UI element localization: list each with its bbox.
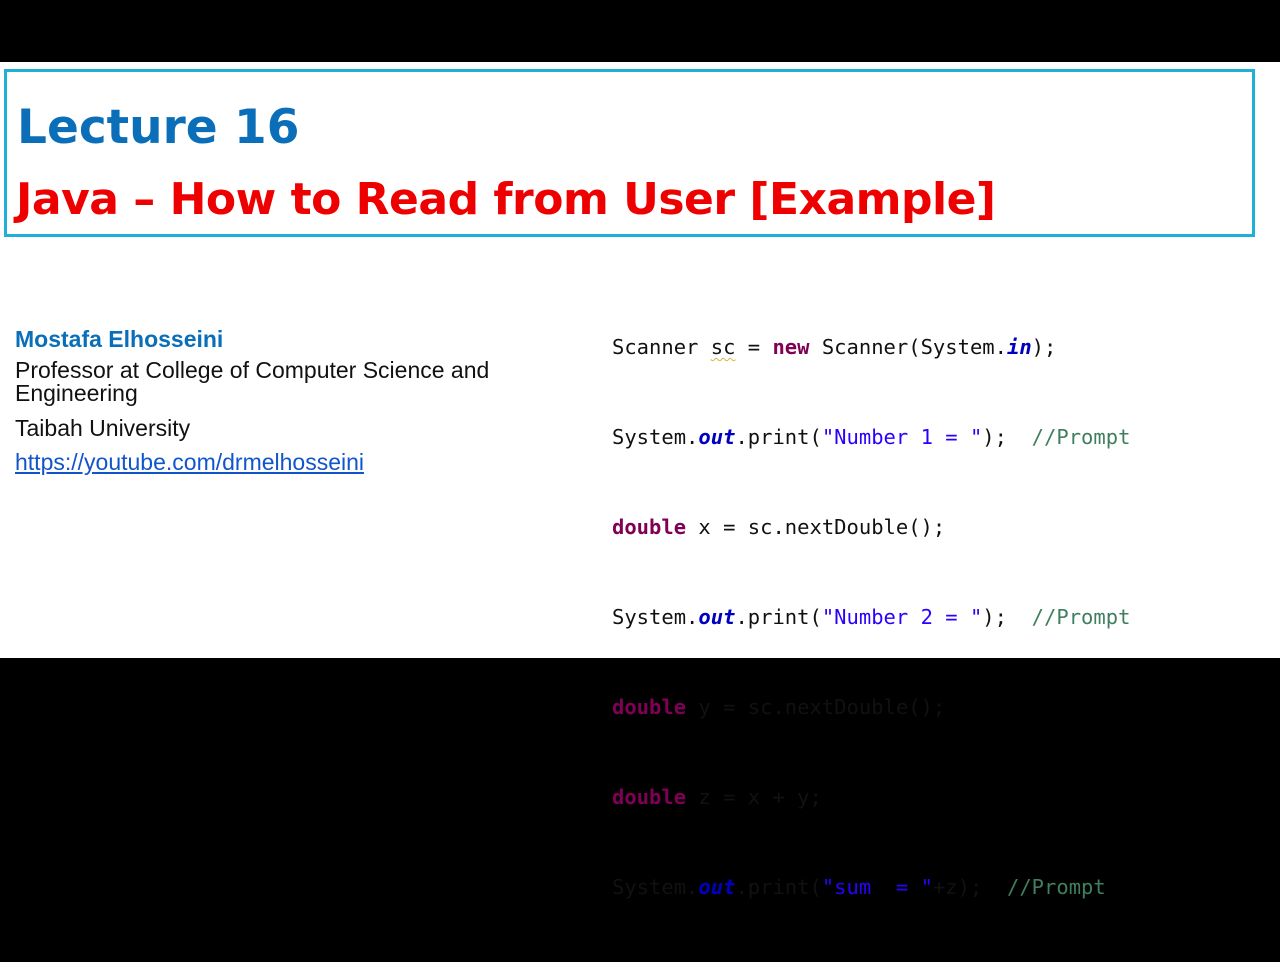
code-token: ); (982, 605, 1032, 629)
code-token: System. (612, 425, 699, 449)
code-string: "sum = " (821, 875, 933, 899)
code-token: = (735, 335, 773, 359)
code-token: Scanner(System. (809, 335, 1007, 359)
author-university: Taibah University (15, 415, 191, 441)
code-line: System.out.print("Number 1 = "); //Promp… (612, 422, 1130, 452)
lecture-number-title: Lecture 16 (17, 100, 300, 155)
code-token: .print( (735, 605, 822, 629)
code-field: out (698, 425, 736, 449)
youtube-link[interactable]: https://youtube.com/drmelhosseini (15, 449, 365, 475)
code-line: double y = sc.nextDouble(); (612, 692, 1130, 722)
code-token: System. (612, 605, 699, 629)
code-field: out (698, 875, 736, 899)
code-field: out (698, 605, 736, 629)
slide: Lecture 16 Java – How to Read from User … (0, 62, 1280, 899)
code-line: System.out.print("sum = "+z); //Prompt (612, 872, 1130, 902)
code-comment: //Prompt (1031, 605, 1131, 629)
code-token: y = sc.nextDouble(); (686, 695, 946, 719)
code-line: double z = x + y; (612, 782, 1130, 812)
code-line: Scanner sc = new Scanner(System.in); (612, 332, 1130, 362)
code-token: .print( (735, 425, 822, 449)
code-token: .print( (735, 875, 822, 899)
code-keyword: double (612, 515, 687, 539)
author-name: Mostafa Elhosseini (15, 326, 224, 352)
code-token: ); (1031, 335, 1057, 359)
code-token: +z); (932, 875, 1007, 899)
code-token: System. (612, 875, 699, 899)
code-snippet: Scanner sc = new Scanner(System.in); Sys… (612, 272, 1130, 962)
code-line: System.out.print("Number 2 = "); //Promp… (612, 602, 1130, 632)
author-role: Professor at College of Computer Science… (15, 357, 490, 406)
code-token: Scanner (612, 335, 711, 359)
code-field: in (1006, 335, 1032, 359)
code-token: x = sc.nextDouble(); (686, 515, 946, 539)
code-comment: //Prompt (1031, 425, 1131, 449)
code-keyword: new (772, 335, 810, 359)
code-token: z = x + y; (686, 785, 822, 809)
title-box: Lecture 16 Java – How to Read from User … (4, 69, 1255, 237)
code-comment: //Prompt (1007, 875, 1106, 899)
lecture-topic-title: Java – How to Read from User [Example] (16, 174, 996, 225)
code-token-warning: sc (710, 335, 736, 359)
code-string: "Number 2 = " (821, 605, 983, 629)
code-keyword: double (612, 785, 687, 809)
code-token: ); (982, 425, 1032, 449)
author-block: Mostafa Elhosseini Professor at College … (15, 324, 575, 475)
code-string: "Number 1 = " (821, 425, 983, 449)
code-keyword: double (612, 695, 687, 719)
code-line: double x = sc.nextDouble(); (612, 512, 1130, 542)
